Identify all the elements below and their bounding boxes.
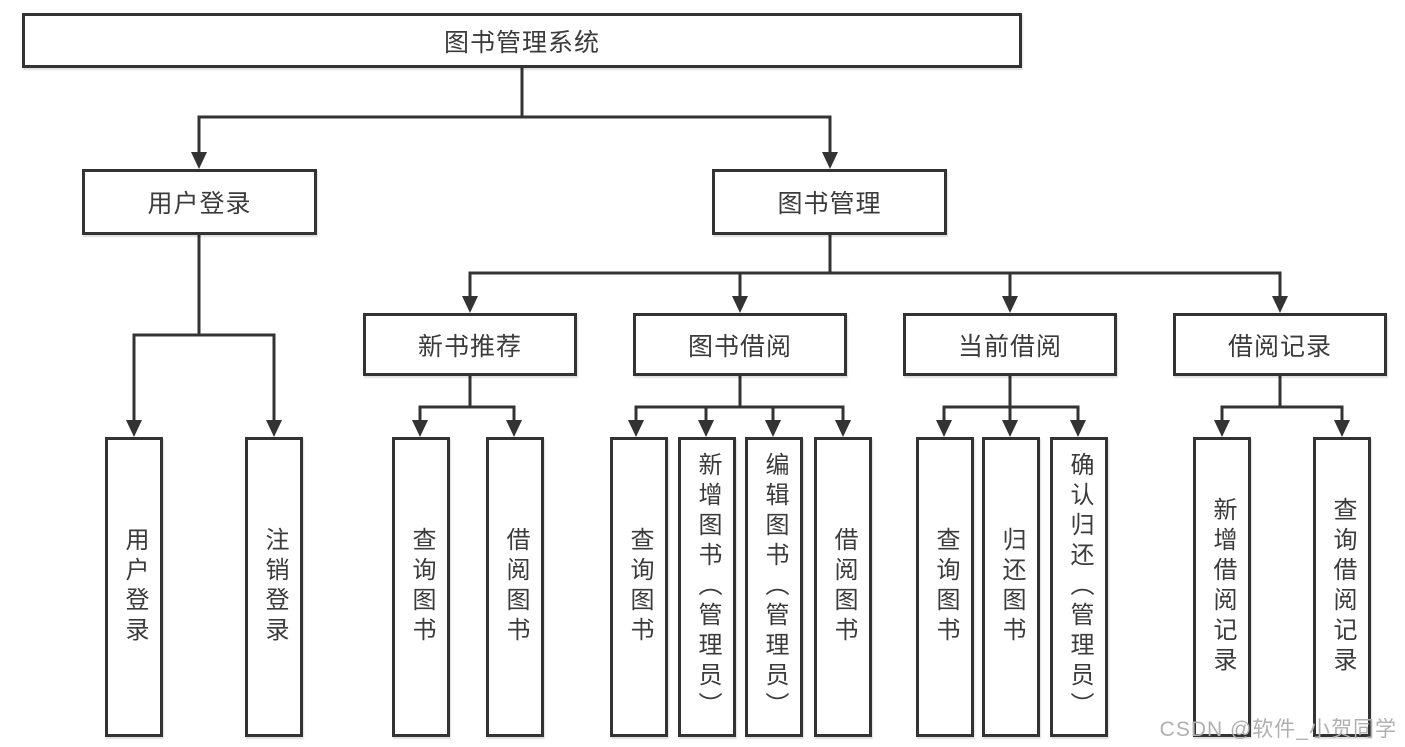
connector-book-mgmt-to-level3 bbox=[462, 235, 1288, 313]
connector-borrow-records-children bbox=[1214, 376, 1350, 437]
node-label: 归还图书 bbox=[998, 527, 1025, 647]
node-leaf-return-book: 归还图书 bbox=[982, 437, 1040, 737]
node-label: 查询借阅记录 bbox=[1329, 497, 1356, 677]
node-borrow-records: 借阅记录 bbox=[1173, 313, 1387, 376]
node-leaf-borrow-book-1: 借阅图书 bbox=[486, 437, 544, 737]
connector-book-borrow-children bbox=[628, 376, 851, 437]
node-leaf-user-login: 用户登录 bbox=[105, 437, 163, 737]
csdn-watermark: CSDN @软件_小贺同学 bbox=[1159, 718, 1397, 741]
node-root-system: 图书管理系统 bbox=[22, 13, 1022, 68]
connector-new-book-children bbox=[412, 376, 522, 437]
node-label: 借阅图书 bbox=[502, 527, 529, 647]
node-leaf-confirm-return-admin: 确认归还（管理员） bbox=[1050, 437, 1108, 737]
node-current-borrow: 当前借阅 bbox=[903, 313, 1117, 376]
node-label: 新增借阅记录 bbox=[1209, 497, 1236, 677]
node-label: 借阅记录 bbox=[1227, 332, 1332, 361]
node-label: 编辑图书（管理员） bbox=[761, 452, 788, 722]
node-leaf-add-book-admin: 新增图书（管理员） bbox=[678, 437, 736, 737]
node-label: 确认归还（管理员） bbox=[1066, 452, 1093, 722]
node-book-mgmt: 图书管理 bbox=[712, 169, 947, 235]
connector-current-borrow-children bbox=[936, 376, 1086, 437]
node-label: 借阅图书 bbox=[830, 527, 857, 647]
node-leaf-borrow-book-2: 借阅图书 bbox=[814, 437, 872, 737]
node-leaf-query-book-3: 查询图书 bbox=[916, 437, 974, 737]
node-leaf-edit-book-admin: 编辑图书（管理员） bbox=[745, 437, 803, 737]
node-label: 图书管理 bbox=[777, 190, 882, 218]
node-label: 新书推荐 bbox=[417, 332, 522, 361]
node-label: 查询图书 bbox=[408, 527, 435, 647]
node-label: 注销登录 bbox=[261, 527, 288, 647]
node-label: 新增图书（管理员） bbox=[694, 452, 721, 722]
node-book-borrow: 图书借阅 bbox=[633, 313, 847, 376]
node-label: 查询图书 bbox=[932, 527, 959, 647]
node-leaf-query-book-2: 查询图书 bbox=[610, 437, 668, 737]
connector-user-login-children bbox=[126, 235, 282, 437]
node-leaf-add-borrow-record: 新增借阅记录 bbox=[1193, 437, 1251, 737]
node-label: 用户登录 bbox=[147, 190, 252, 218]
node-label: 当前借阅 bbox=[957, 332, 1062, 361]
node-leaf-query-borrow-record: 查询借阅记录 bbox=[1313, 437, 1371, 737]
node-label: 图书借阅 bbox=[687, 332, 792, 361]
node-label: 用户登录 bbox=[121, 527, 148, 647]
node-leaf-logout: 注销登录 bbox=[245, 437, 303, 737]
node-label: 查询图书 bbox=[626, 527, 653, 647]
node-new-book-rec: 新书推荐 bbox=[363, 313, 577, 376]
connector-root-to-level2 bbox=[191, 68, 838, 169]
node-root-label: 图书管理系统 bbox=[443, 28, 600, 57]
node-leaf-query-book-1: 查询图书 bbox=[392, 437, 450, 737]
node-user-login: 用户登录 bbox=[82, 169, 317, 235]
